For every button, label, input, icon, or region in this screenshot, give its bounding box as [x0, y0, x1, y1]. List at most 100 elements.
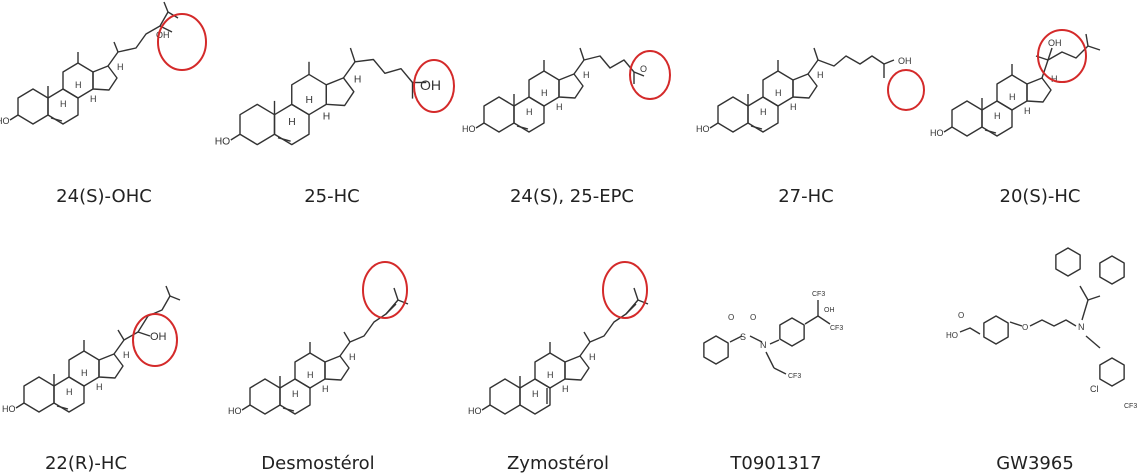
caption-gw3965: GW3965: [996, 453, 1074, 474]
double-bond: [385, 303, 397, 315]
methyl-bond: [813, 47, 819, 61]
bond: [765, 351, 775, 369]
atom-label-h: H: [1051, 74, 1058, 84]
double-bond: [50, 117, 63, 122]
atom-label-h: H: [556, 102, 563, 112]
bond: [1009, 321, 1023, 327]
methyl-bond: [349, 47, 356, 63]
atom-label-oh: OH: [824, 307, 835, 314]
atom-label-cl: Cl: [1090, 384, 1099, 394]
atom-label-cf3: CF3: [1124, 403, 1137, 410]
methyl-bond: [637, 299, 649, 305]
highlight-circle-oh: [132, 313, 178, 367]
atom-label-h: H: [583, 70, 590, 80]
ring-a: [239, 103, 276, 146]
atom-label-h: H: [322, 384, 329, 394]
caption-20s-hc: 20(S)-HC: [999, 186, 1081, 207]
atom-label-n: N: [760, 340, 767, 350]
ring-a: [17, 88, 49, 125]
atom-label-ho: HO: [215, 137, 231, 148]
atom-label-cf3: CF3: [788, 373, 801, 380]
side-chain: [1041, 45, 1101, 79]
hydroxyl-bond: [15, 402, 25, 409]
atom-label-o: O: [750, 313, 756, 322]
double-bond: [56, 405, 69, 410]
highlight-circle-oh: [157, 13, 207, 71]
atom-label-ho: HO: [2, 404, 16, 414]
atom-label-oh: OH: [156, 30, 170, 40]
side-chain: [573, 55, 635, 75]
atom-label-h: H: [323, 111, 330, 122]
atom-label-oh: OH: [898, 56, 912, 66]
ring-d: [558, 73, 584, 99]
atom-label-h: H: [66, 387, 73, 397]
ring-a: [483, 96, 515, 133]
ring-d: [98, 353, 124, 379]
methyl-bond: [113, 41, 119, 53]
ring-a: [249, 378, 281, 415]
ring-a: [23, 376, 55, 413]
bond: [1085, 335, 1101, 349]
hydroxyl-bond: [9, 114, 19, 121]
atom-label-h: H: [354, 75, 361, 86]
benzene-ring: [983, 315, 1009, 345]
atom-label-h: H: [307, 370, 314, 380]
caption-24s-ohc: 24(S)-OHC: [56, 186, 152, 207]
hydroxyl-bond: [709, 122, 719, 129]
atom-label-h: H: [760, 107, 767, 117]
side-chain: [1029, 319, 1077, 327]
atom-label-oh: OH: [1048, 38, 1062, 48]
caption-t0901317: T0901317: [730, 453, 822, 474]
ring-a: [951, 100, 983, 137]
atom-label-ho: HO: [0, 116, 10, 126]
atom-label-h: H: [60, 99, 67, 109]
atom-label-s: S: [740, 332, 746, 342]
atom-label-h: H: [90, 94, 97, 104]
ring-a: [489, 378, 521, 415]
double-bond: [625, 303, 637, 315]
atom-label-h: H: [123, 350, 130, 360]
caption-24s-25-epc: 24(S), 25-EPC: [509, 186, 634, 207]
highlight-circle-oh: [1037, 29, 1087, 83]
hydroxyl-bond: [481, 404, 491, 411]
atom-label-h: H: [817, 70, 824, 80]
caption-27-hc: 27-HC: [778, 186, 834, 207]
methyl-bond: [165, 285, 171, 297]
benzene-ring: [779, 317, 805, 347]
ring-d: [1026, 77, 1052, 103]
ring-d: [92, 65, 118, 91]
benzene-ring: [1055, 247, 1081, 277]
ring-a: [717, 96, 749, 133]
bond: [817, 315, 831, 325]
highlight-circle-oh: [413, 59, 455, 113]
atom-label-n: N: [1078, 322, 1085, 332]
bond: [1079, 285, 1089, 301]
atom-label-h: H: [547, 370, 554, 380]
atom-label-o: O: [640, 64, 647, 74]
atom-label-h: H: [349, 352, 356, 362]
atom-label-h: H: [532, 389, 539, 399]
bond: [1081, 299, 1089, 321]
double-bond: [282, 407, 295, 412]
methyl-bond: [633, 71, 645, 77]
atom-label-ho: HO: [696, 124, 710, 134]
methyl-bond: [633, 287, 639, 301]
side-chain: [342, 58, 414, 83]
highlight-circle-double-bond: [602, 261, 648, 319]
atom-label-o: O: [958, 311, 964, 320]
bond: [729, 335, 743, 343]
benzene-ring: [703, 335, 729, 365]
bond: [959, 327, 981, 335]
side-chain: [107, 11, 169, 67]
atom-label-ho: HO: [462, 124, 476, 134]
atom-label-cf3: CF3: [830, 325, 843, 332]
atom-label-h: H: [1024, 106, 1031, 116]
double-bond: [984, 129, 997, 134]
